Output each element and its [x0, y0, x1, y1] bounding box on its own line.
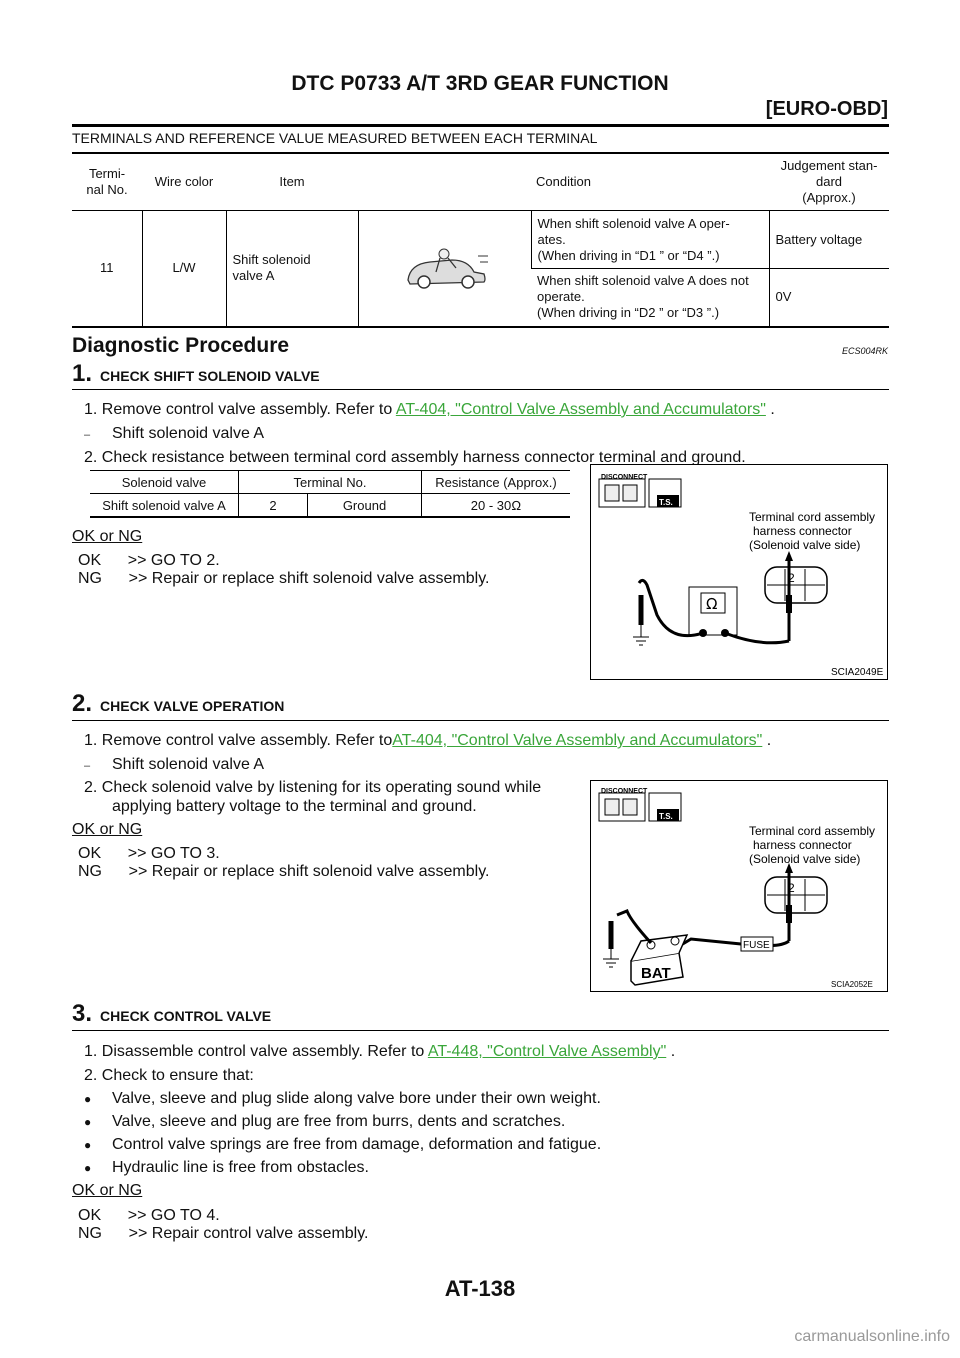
- section-tag: [EURO-OBD]: [765, 98, 888, 120]
- step-3-line-1: 1. Disassemble control valve assembly. R…: [84, 1043, 676, 1060]
- col-wire: Wire color: [142, 153, 226, 211]
- step-2-ng: NG >> Repair or replace shift solenoid v…: [78, 863, 490, 880]
- svg-text:SCIA2049E: SCIA2049E: [831, 667, 884, 678]
- solenoid-table: Solenoid valve Terminal No. Resistance (…: [90, 470, 570, 518]
- step-3-rule: [72, 1030, 889, 1031]
- step-2-title: CHECK VALVE OPERATION: [100, 698, 285, 714]
- step-2-line-2b: applying battery voltage to the terminal…: [112, 798, 477, 815]
- list-item: ●Valve, sleeve and plug are free from bu…: [84, 1113, 566, 1130]
- svg-text:BAT: BAT: [641, 965, 671, 982]
- svg-text:DISCONNECT: DISCONNECT: [601, 788, 648, 795]
- step-2-sub: –Shift solenoid valve A: [84, 756, 265, 773]
- cell-std-2: 0V: [768, 268, 889, 328]
- figure-2-caption: Terminal cord assembly harness connector…: [749, 824, 878, 866]
- cell-wire: L/W: [141, 210, 226, 328]
- step-1-title: CHECK SHIFT SOLENOID VALVE: [100, 368, 320, 384]
- diagnostic-title: Diagnostic Procedure: [72, 334, 290, 357]
- step-3-ok: OK >> GO TO 4.: [78, 1207, 220, 1224]
- page-number: AT-138: [444, 1276, 516, 1301]
- cell-terminal: 11: [72, 210, 142, 328]
- step-3-line-2: 2. Check to ensure that:: [84, 1067, 254, 1084]
- header-rule: [72, 124, 889, 127]
- svg-text:2: 2: [788, 881, 795, 895]
- col-terminal: Termi- nal No.: [72, 153, 142, 211]
- svg-text:SCIA2052E: SCIA2052E: [831, 980, 873, 989]
- watermark[interactable]: carmanualsonline.info: [794, 1328, 950, 1345]
- step-1-rule: [72, 389, 889, 390]
- step-3-okng: OK or NG: [72, 1182, 143, 1199]
- cell-cond-2: When shift solenoid valve A does not ope…: [531, 268, 769, 328]
- figure-ohmmeter: DISCONNECT T.S. Terminal cord assembly h…: [590, 464, 888, 680]
- svg-text:Ω: Ω: [706, 595, 717, 613]
- step-2-line-2a: 2. Check solenoid valve by listening for…: [84, 779, 542, 796]
- figure-1-caption: Terminal cord assembly harness connector…: [749, 510, 878, 552]
- step-3-ng: NG >> Repair control valve assembly.: [78, 1225, 369, 1242]
- cell-item: Shift solenoid valve A: [225, 210, 358, 328]
- step-1-okng: OK or NG: [72, 528, 143, 545]
- step-3-title: CHECK CONTROL VALVE: [100, 1008, 272, 1024]
- step-2-line-1: 1. Remove control valve assembly. Refer …: [84, 732, 772, 749]
- step-1-ref-link[interactable]: AT-404, "Control Valve Assembly and Accu…: [395, 401, 766, 418]
- svg-text:2: 2: [788, 571, 795, 585]
- step-2-number: 2.: [72, 690, 93, 717]
- step-3-heading: 3. CHECK CONTROL VALVE: [72, 1000, 271, 1028]
- terminal-table: Termi- nal No. Wire color Item Condition…: [72, 152, 889, 328]
- step-3-ref-link[interactable]: AT-448, "Control Valve Assembly": [427, 1043, 667, 1060]
- figure-battery: DISCONNECT T.S. Terminal cord assembly h…: [590, 780, 888, 992]
- col-item: Item: [226, 153, 358, 211]
- step-2-ok: OK >> GO TO 3.: [78, 845, 220, 862]
- step-2-heading: 2. CHECK VALVE OPERATION: [72, 690, 284, 718]
- svg-text:DISCONNECT: DISCONNECT: [601, 474, 648, 481]
- step-2-rule: [72, 720, 889, 721]
- cell-std-1: Battery voltage: [768, 210, 889, 269]
- step-2-okng: OK or NG: [72, 821, 143, 838]
- svg-text:T.S.: T.S.: [659, 812, 673, 821]
- list-item: ●Hydraulic line is free from obstacles.: [84, 1159, 369, 1176]
- step-2-ref-link[interactable]: AT-404, "Control Valve Assembly and Accu…: [392, 732, 763, 749]
- list-item: ●Control valve springs are free from dam…: [84, 1136, 602, 1153]
- step-1-line-1: 1. Remove control valve assembly. Refer …: [84, 401, 775, 418]
- step-1-sub: –Shift solenoid valve A: [84, 425, 265, 442]
- step-3-number: 3.: [72, 1000, 93, 1027]
- step-1-heading: 1. CHECK SHIFT SOLENOID VALVE: [72, 360, 320, 388]
- list-item: ●Valve, sleeve and plug slide along valv…: [84, 1090, 601, 1107]
- terminals-heading: TERMINALS AND REFERENCE VALUE MEASURED B…: [72, 130, 598, 146]
- step-1-number: 1.: [72, 360, 93, 387]
- page-title: DTC P0733 A/T 3RD GEAR FUNCTION: [291, 72, 669, 95]
- driving-car-icon: [357, 210, 531, 328]
- svg-text:T.S.: T.S.: [659, 498, 673, 507]
- col-standard: Judgement stan- dard (Approx.): [769, 153, 889, 211]
- col-condition: Condition: [358, 153, 769, 211]
- cell-cond-1: When shift solenoid valve A oper- ates. …: [530, 210, 769, 269]
- step-1-ok: OK >> GO TO 2.: [78, 552, 220, 569]
- step-1-line-2: 2. Check resistance between terminal cor…: [84, 449, 746, 466]
- diagnostic-code: ECS004RK: [841, 346, 888, 356]
- step-1-ng: NG >> Repair or replace shift solenoid v…: [78, 570, 490, 587]
- svg-text:FUSE: FUSE: [743, 940, 770, 951]
